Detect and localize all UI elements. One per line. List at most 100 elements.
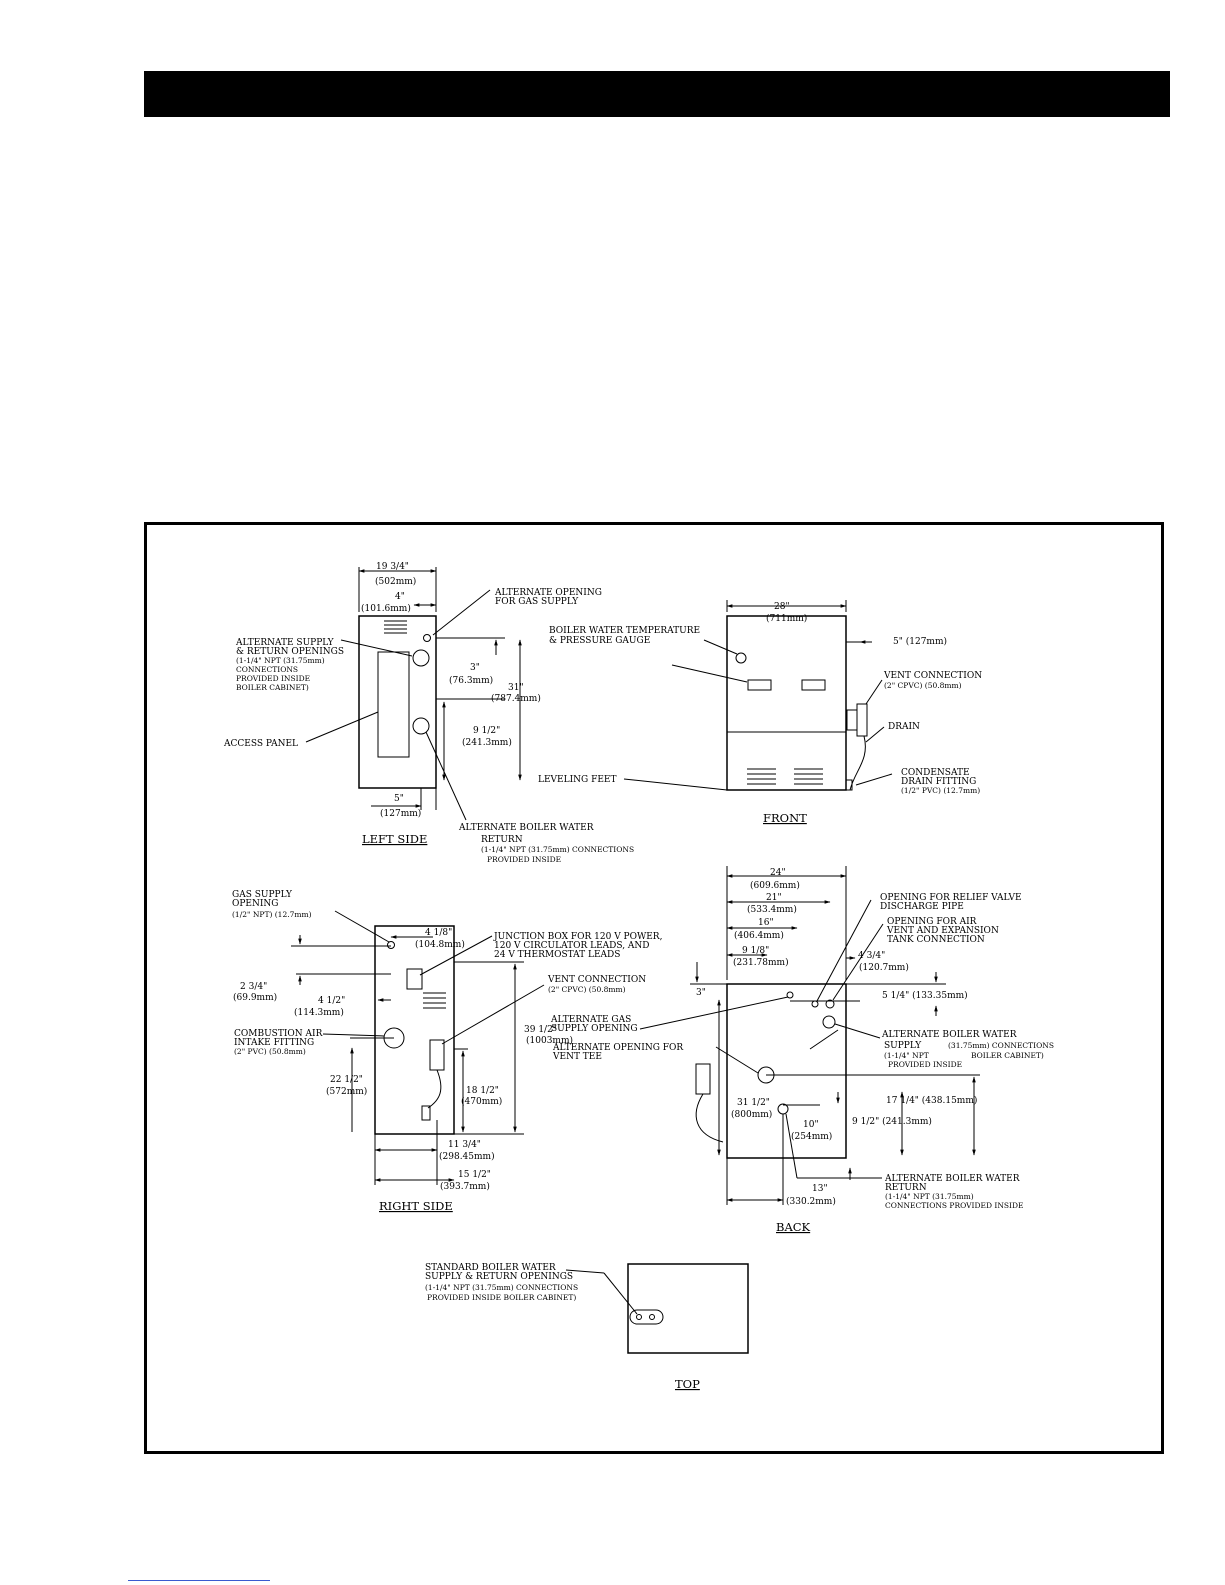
alt-supply-opening [822,1015,836,1029]
dim-label: 5" [394,794,404,804]
callout-label: & RETURN OPENINGS [236,647,344,657]
dim-label: (254mm) [791,1131,832,1142]
dim-label: 9 1/2" [473,726,500,736]
callout-label: FOR GAS SUPPLY [495,597,579,607]
callout-label: STANDARD BOILER WATER [425,1263,556,1273]
callout-label: PROVIDED INSIDE BOILER CABINET) [427,1293,576,1302]
callout-label: VENT TEE [552,1052,602,1062]
callout-label: 120 V CIRCULATOR LEADS, AND [494,941,650,951]
callout-label: ALTERNATE GAS [550,1015,631,1025]
condensate-fitting [845,779,853,791]
left-vent-louvers [384,620,407,634]
callout-label: (1/2" PVC) (12.7mm) [901,786,980,795]
dim-label: (231.78mm) [733,957,789,968]
callout-label: SUPPLY [884,1041,922,1051]
footer-link-underline [128,1580,270,1581]
right-side-cabinet [374,925,455,1135]
callout-label: ALTERNATE BOILER WATER [881,1030,1017,1040]
dim-label: (406.4mm) [734,930,784,941]
dim-label: 24" [770,868,786,878]
dim-label: 15 1/2" [458,1170,491,1180]
dim-label: 31" [508,683,524,693]
back-drain-tube [695,1093,724,1143]
vent-connection [429,1039,445,1071]
right-side-view: 2 3/4" (69.9mm) 4 1/8" (104.8mm) 4 1/2" … [232,890,662,1213]
dim-label: 19 3/4" [376,562,409,572]
view-title-left-side: LEFT SIDE [362,832,427,846]
dim-label: 13" [812,1184,828,1194]
dim-label: (104.8mm) [415,939,465,950]
drawing-frame [144,522,1164,1454]
callout-label: SUPPLY & RETURN OPENINGS [425,1272,573,1282]
air-vent-opening [825,999,835,1009]
dim-label: (76.3mm) [449,675,493,686]
callout-label: CONNECTIONS [236,665,298,674]
alt-return-opening [412,717,430,735]
section-header-bar [144,71,1170,117]
dim-label: (120.7mm) [859,962,909,973]
dim-label: (330.2mm) [786,1196,836,1207]
callout-label: OPENING [232,899,279,909]
condensate-tube [427,1069,442,1109]
callout-label: ALTERNATE BOILER WATER [884,1174,1020,1184]
callout-label: RETURN [885,1183,927,1193]
callout-label: BOILER WATER TEMPERATURE [549,626,700,636]
dim-label: (609.6mm) [750,880,800,891]
front-vent-louvers [747,768,823,785]
callout-label: OPENING FOR RELIEF VALVE [880,893,1022,903]
dim-label: 10" [803,1120,819,1130]
condensate-trap [421,1105,431,1121]
dim-label: (572mm) [326,1086,367,1097]
callout-label: VENT CONNECTION [547,975,646,985]
callout-label: INTAKE FITTING [234,1038,314,1048]
dim-label: 18 1/2" [466,1086,499,1096]
callout-label: 24 V THERMOSTAT LEADS [494,950,620,960]
dim-label: (470mm) [461,1096,502,1107]
top-openings-slot [629,1309,664,1325]
vent-connection-fitting [846,709,858,731]
access-panel [377,651,410,758]
callout-label: (1-1/4" NPT (31.75mm) CONNECTIONS [425,1283,578,1292]
dim-label: (502mm) [375,576,416,587]
dim-label: 3" [470,663,480,673]
callout-label: (2" CPVC) (50.8mm) [884,681,962,690]
callout-label: DRAIN FITTING [901,777,976,787]
callout-label: SUPPLY OPENING [551,1024,638,1034]
dim-label: 4 1/2" [318,996,345,1006]
callout-label: DRAIN [888,722,920,732]
dim-label: 28" [774,602,790,612]
callout-label: CONDENSATE [901,768,970,778]
dim-label: (711mm) [766,613,807,624]
callout-label: CONNECTIONS PROVIDED INSIDE [885,1201,1024,1210]
view-title-top: TOP [675,1377,700,1391]
view-title-back: BACK [776,1220,811,1234]
callout-label: BOILER CABINET) [971,1051,1044,1060]
callout-label: & PRESSURE GAUGE [549,636,650,646]
dim-label: (69.9mm) [233,992,277,1003]
callout-label: (1-1/4" NPT (31.75mm) CONNECTIONS [481,845,634,854]
dim-label: 22 1/2" [330,1075,363,1085]
dim-label: 21" [766,893,782,903]
dim-label: (1003mm) [526,1035,573,1046]
dim-label: 3" [696,988,706,998]
callout-label: GAS SUPPLY [232,890,293,900]
top-view: STANDARD BOILER WATER SUPPLY & RETURN OP… [425,1263,749,1391]
callout-label: OPENING FOR AIR [887,917,977,927]
callout-label: (1-1/4" NPT [884,1051,929,1060]
dim-label: 2 3/4" [240,982,267,992]
callout-label: (1-1/4" NPT (31.75mm) [236,656,325,665]
dim-label: (114.3mm) [294,1007,344,1018]
left-side-cabinet [358,615,437,789]
dim-label: 4 3/4" [858,951,885,961]
callout-label: (1/2" NPT) (12.7mm) [232,910,312,919]
callout-label: (1-1/4" NPT (31.75mm) [885,1192,974,1201]
dim-label: (127mm) [380,808,421,819]
callout-label: RETURN [481,835,523,845]
top-supply-opening [636,1314,642,1320]
dim-label: (787.4mm) [491,693,541,704]
callout-label: (2" CPVC) (50.8mm) [548,985,626,994]
dim-label: 11 3/4" [448,1140,481,1150]
dim-label: 9 1/2" (241.3mm) [852,1116,932,1127]
dim-label: 5 1/4" (133.35mm) [882,990,968,1001]
callout-label: LEVELING FEET [538,775,616,785]
